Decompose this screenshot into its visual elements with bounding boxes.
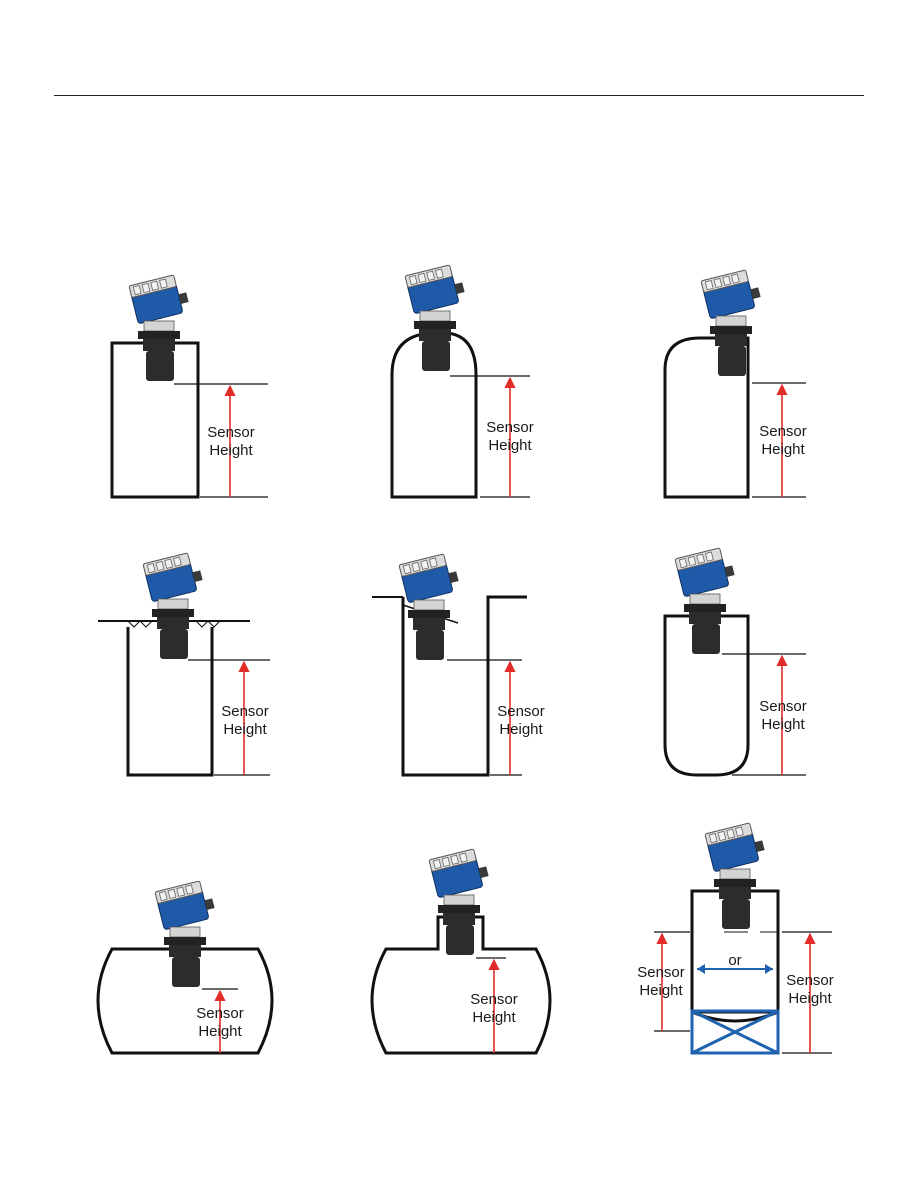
header-rule	[54, 95, 864, 96]
sensor-height-label: Sensor	[486, 419, 534, 436]
diagram-horizontal-tank	[96, 878, 274, 1055]
sensor-height-label: Height	[761, 716, 805, 733]
ultrasonic-level-sensor-icon	[700, 267, 764, 377]
sensor-height-label: Height	[223, 721, 267, 738]
labels: Sensor Height Sensor Height Sensor Heigh…	[196, 419, 834, 1040]
sensor-height-label: Sensor	[759, 423, 807, 440]
sensor-height-label: Height	[639, 982, 683, 999]
diagram-rounded-corner-tank	[663, 267, 806, 499]
sensor-height-label: Sensor	[497, 703, 545, 720]
ultrasonic-level-sensor-icon	[154, 878, 218, 988]
sensor-height-label: Height	[499, 721, 543, 738]
sensor-height-label: Sensor	[207, 424, 255, 441]
diagram-tank-on-stand	[654, 820, 832, 1055]
ultrasonic-level-sensor-icon	[704, 820, 768, 930]
sensor-height-label: Sensor	[196, 1005, 244, 1022]
ultrasonic-level-sensor-icon	[128, 272, 192, 382]
sensor-height-label: Height	[488, 437, 532, 454]
diagram-open-pit-bracket	[98, 550, 270, 777]
diagram-dome-top-tank	[390, 262, 530, 499]
sensor-height-label: Sensor	[221, 703, 269, 720]
or-label: or	[728, 952, 741, 969]
ultrasonic-level-sensor-icon	[674, 545, 738, 655]
diagram-open-pit-angled	[372, 551, 527, 777]
sensor-height-label: Sensor	[470, 991, 518, 1008]
diagram-horizontal-tank-nozzle	[370, 846, 552, 1055]
diagram-flat-top-tank	[110, 272, 268, 499]
ultrasonic-level-sensor-icon	[142, 550, 206, 660]
ultrasonic-level-sensor-icon	[404, 262, 468, 372]
sensor-height-label: Height	[788, 990, 832, 1007]
diagram-round-bottom-tank	[663, 545, 806, 777]
sensor-height-label: Height	[209, 442, 253, 459]
sensor-height-label: Sensor	[759, 698, 807, 715]
sensor-height-label: Sensor	[786, 972, 834, 989]
sensor-height-label: Height	[198, 1023, 242, 1040]
sensor-height-label: Sensor	[637, 964, 685, 981]
sensor-height-label: Height	[472, 1009, 516, 1026]
sensor-height-label: Height	[761, 441, 805, 458]
